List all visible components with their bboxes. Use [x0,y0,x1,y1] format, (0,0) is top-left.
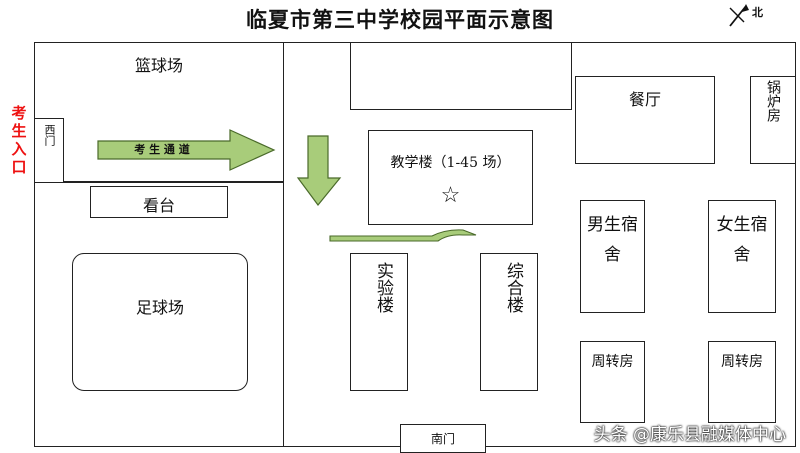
north-building [350,42,572,110]
lab-building [350,253,408,391]
canteen-label: 餐厅 [628,90,661,109]
west-gate-label: 西门 [37,124,61,153]
turnover-right-label: 周转房 [721,354,763,370]
stands-label: 看台 [142,196,175,215]
star-icon: ☆ [440,183,461,208]
lab-text: 实验楼 [373,262,393,313]
teaching-label: 教学楼（1-45 场） [390,155,511,171]
watermark: 头条 @康乐县融媒体中心 [593,425,786,445]
exam-path-arrow-right [97,129,276,171]
boiler-text: 锅炉房 [765,80,781,122]
west-gate [34,118,64,183]
stands [90,186,228,218]
west-gate-text: 西门 [43,124,56,146]
complex-label: 综合楼 [497,262,523,324]
boiler-room [750,76,796,164]
complex-building [480,253,538,391]
boys-dorm [580,200,645,313]
exam-path-arrow-down [296,135,342,206]
turnover-house-right [708,341,776,423]
girls-dorm [708,200,776,313]
teaching-building [368,130,533,225]
compass-north-label: 北 [752,6,763,19]
turnover-left-label: 周转房 [591,354,634,370]
south-gate-label: 南门 [430,432,455,446]
football-field [72,253,248,391]
football-label: 足球场 [135,298,184,317]
complex-text: 综合楼 [503,262,523,313]
page-title: 临夏市第三中学校园平面示意图 [246,7,554,32]
girls-dorm-label: 女生宿舍 [716,215,768,265]
turnover-house-left [580,341,645,423]
exam-entrance-text: 考生入口 [11,104,27,176]
basketball-label: 篮球场 [134,56,183,75]
exam-entrance-label: 考生入口 [9,104,29,176]
boys-dorm-label: 男生宿舍 [587,215,638,265]
exam-path-arrow-curve [329,229,477,242]
canteen [575,76,715,164]
boiler-label: 锅炉房 [761,80,785,129]
compass-icon [729,4,749,27]
exam-path-label: 考 生 通 道 [134,143,190,156]
lab-label: 实验楼 [367,262,393,324]
